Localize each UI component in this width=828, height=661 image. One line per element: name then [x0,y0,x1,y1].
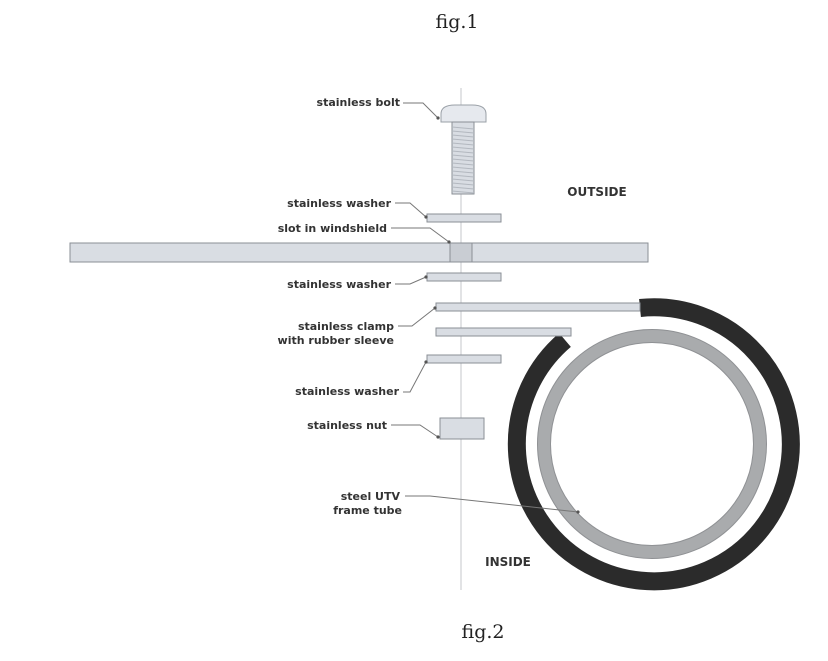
bolt-thread-line [451,174,475,178]
bolt-thread-line [451,126,475,130]
nut [439,417,485,440]
label-clamp-line1: stainless clamp [298,320,394,333]
leader-washer-top [395,202,427,218]
bolt-thread-line [451,142,475,146]
bolt-thread-line [451,146,475,150]
bolt-thread-line [451,130,475,134]
leader-washer-middle [395,276,427,285]
washer-top [426,213,502,223]
tick-washer-middle [424,275,428,279]
leader-clamp [398,307,436,327]
bolt-thread-line [451,186,475,190]
caption-fig1: fig.1 [436,11,479,33]
bolt-thread-line [451,170,475,174]
frame-tube-edge-inner [550,342,754,546]
bolt-head [440,104,487,123]
label-clamp-line2: with rubber sleeve [278,334,394,347]
tick-slot [447,240,451,244]
clamp-plate-lower [435,327,572,337]
windshield-slot [449,242,473,263]
bolt-thread-line [451,134,475,138]
bolt-thread-line [451,150,475,154]
tick-frame-tube [576,510,580,514]
windshield [69,242,649,263]
label-washer-top: stainless washer [287,197,391,210]
label-washer-middle: stainless washer [287,278,391,291]
leader-frame-tube [405,495,579,513]
label-tube-line2: frame tube [333,504,402,517]
label-bolt: stainless bolt [317,96,400,109]
washer-middle [426,272,502,282]
tick-clamp [433,306,437,310]
label-slot: slot in windshield [278,222,387,235]
leader-slot [391,227,450,243]
label-washer-bottom: stainless washer [295,385,399,398]
frame-tube-edge-outer [537,329,767,559]
bolt-thread-line [451,138,475,142]
washer-bottom [426,354,502,364]
leader-ticks [424,116,580,514]
rubber-sleeve [507,298,800,591]
bolt-thread-line [451,182,475,186]
bolt-thread-line [451,190,475,194]
tick-washer-bottom [424,360,428,364]
bolt [440,104,487,195]
tick-nut [436,435,440,439]
frame-tube [537,329,767,559]
leader-washer-bottom [403,361,427,393]
label-tube-line1: steel UTV [341,490,401,503]
bolt-threads [451,126,475,194]
leader-bolt [403,102,439,119]
outside-label: OUTSIDE [567,185,626,199]
caption-fig2: fig.2 [462,621,505,643]
label-nut: stainless nut [307,419,387,432]
clamp-plate-upper [435,302,641,312]
tick-bolt [436,116,440,120]
bolt-thread-line [451,154,475,158]
tick-washer-top [424,215,428,219]
bolt-thread-line [451,162,475,166]
bolt-thread-line [451,166,475,170]
bolt-thread-line [451,158,475,162]
bolt-thread-line [451,178,475,182]
inside-label: INSIDE [485,555,531,569]
leader-nut [391,424,439,438]
